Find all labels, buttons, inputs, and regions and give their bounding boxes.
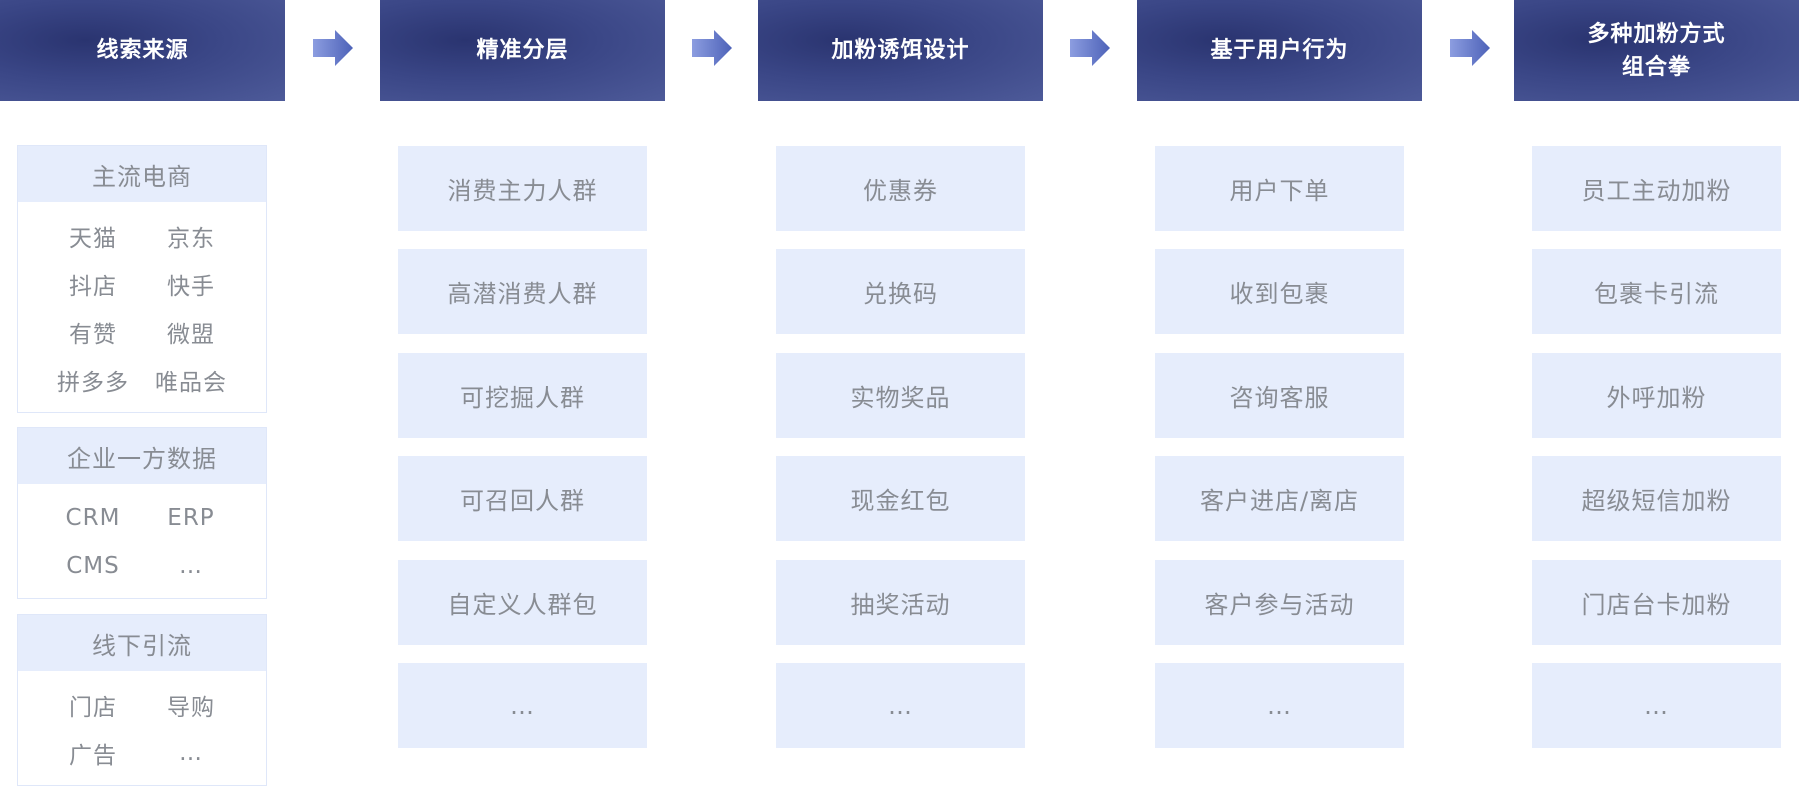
method-item: … <box>1532 663 1781 748</box>
method-item: 门店台卡加粉 <box>1532 560 1781 645</box>
bait-item: 优惠券 <box>776 146 1025 231</box>
source-item: 拼多多 <box>57 370 129 396</box>
arrow-right-icon <box>313 30 353 66</box>
layer-item: … <box>398 663 647 748</box>
header-title: 线索来源 <box>96 38 189 63</box>
behavior-item: 收到包裹 <box>1155 249 1404 334</box>
behavior-item: 咨询客服 <box>1155 353 1404 438</box>
layer-item: 自定义人群包 <box>398 560 647 645</box>
method-item: 包裹卡引流 <box>1532 249 1781 334</box>
source-item: CMS <box>66 553 120 579</box>
source-item: 快手 <box>167 274 215 300</box>
source-item: 抖店 <box>69 274 117 300</box>
group-title: 企业一方数据 <box>18 428 266 484</box>
source-item: CRM <box>65 505 121 531</box>
method-item: 外呼加粉 <box>1532 353 1781 438</box>
behavior-item: 客户进店/离店 <box>1155 456 1404 541</box>
header-lead-sources: 线索来源 <box>0 0 285 101</box>
source-item: … <box>179 553 203 579</box>
header-combo-methods: 多种加粉方式 组合拳 <box>1514 0 1799 101</box>
layer-item: 可挖掘人群 <box>398 353 647 438</box>
bait-item: 现金红包 <box>776 456 1025 541</box>
header-precise-layering: 精准分层 <box>380 0 665 101</box>
header-title: 精准分层 <box>476 38 569 63</box>
group-title: 主流电商 <box>18 146 266 202</box>
arrow-right-icon <box>692 30 732 66</box>
header-title: 加粉诱饵设计 <box>831 38 970 63</box>
header-title: 多种加粉方式 <box>1587 21 1726 47</box>
arrow-right-icon <box>1450 30 1490 66</box>
bait-item: 实物奖品 <box>776 353 1025 438</box>
header-bait-design: 加粉诱饵设计 <box>758 0 1043 101</box>
behavior-item: 客户参与活动 <box>1155 560 1404 645</box>
method-item: 超级短信加粉 <box>1532 456 1781 541</box>
bait-item: 抽奖活动 <box>776 560 1025 645</box>
source-item: 广告 <box>69 743 117 769</box>
method-item: 员工主动加粉 <box>1532 146 1781 231</box>
bait-item: … <box>776 663 1025 748</box>
source-item: 天猫 <box>69 226 117 252</box>
source-item: 唯品会 <box>155 370 227 396</box>
arrow-right-icon <box>1070 30 1110 66</box>
source-item: 京东 <box>167 226 215 252</box>
header-subtitle: 组合拳 <box>1621 54 1691 80</box>
layer-item: 消费主力人群 <box>398 146 647 231</box>
group-first-party-data: 企业一方数据 CRM ERP CMS … <box>17 427 267 599</box>
group-title: 线下引流 <box>18 615 266 671</box>
bait-item: 兑换码 <box>776 249 1025 334</box>
source-item: 导购 <box>167 695 215 721</box>
layer-item: 高潜消费人群 <box>398 249 647 334</box>
source-item: … <box>179 740 203 766</box>
source-item: 门店 <box>69 695 117 721</box>
source-item: ERP <box>167 505 215 531</box>
header-title: 基于用户行为 <box>1210 38 1349 63</box>
layer-item: 可召回人群 <box>398 456 647 541</box>
group-offline: 线下引流 门店 导购 广告 … <box>17 614 267 786</box>
source-item: 有赞 <box>69 322 117 348</box>
group-ecommerce: 主流电商 天猫 京东 抖店 快手 有赞 微盟 拼多多 唯品会 <box>17 145 267 413</box>
behavior-item: 用户下单 <box>1155 146 1404 231</box>
behavior-item: … <box>1155 663 1404 748</box>
header-user-behavior: 基于用户行为 <box>1137 0 1422 101</box>
source-item: 微盟 <box>167 322 215 348</box>
